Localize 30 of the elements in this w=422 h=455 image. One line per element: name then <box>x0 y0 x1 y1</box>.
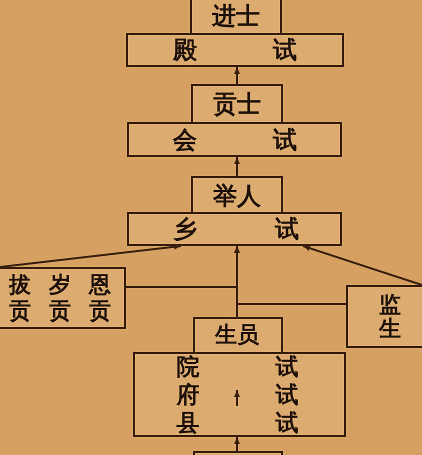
arrow <box>234 437 240 451</box>
exam-box <box>127 122 342 157</box>
category-box <box>0 267 126 329</box>
category-label: 岁贡 <box>49 275 71 323</box>
degree-label: 贡士 <box>213 92 261 116</box>
exam-label: 试试试 <box>276 356 298 436</box>
category-label: 监生 <box>379 295 401 341</box>
category-box <box>346 285 422 348</box>
degree-box <box>193 317 283 352</box>
exam-box <box>133 352 346 437</box>
arrow <box>302 245 422 286</box>
arrow <box>0 244 182 268</box>
empty-box <box>193 451 283 455</box>
arrow <box>234 157 240 176</box>
exam-label: 会试 <box>173 128 297 152</box>
exam-box <box>126 33 344 67</box>
exam-label: 院府县 <box>176 356 200 436</box>
exam-label: 殿试 <box>173 38 297 62</box>
degree-label: 生员 <box>215 325 259 347</box>
degree-box <box>190 0 282 33</box>
exam-box <box>127 212 342 246</box>
exam-label: 乡试 <box>173 217 299 241</box>
degree-box <box>191 84 283 122</box>
category-label: 恩贡 <box>89 275 111 323</box>
arrow <box>234 67 240 84</box>
category-label: 拔贡 <box>9 275 31 323</box>
degree-label: 举人 <box>213 184 261 208</box>
degree-box <box>191 176 283 212</box>
arrow <box>234 246 346 305</box>
degree-label: 进士 <box>212 4 260 28</box>
